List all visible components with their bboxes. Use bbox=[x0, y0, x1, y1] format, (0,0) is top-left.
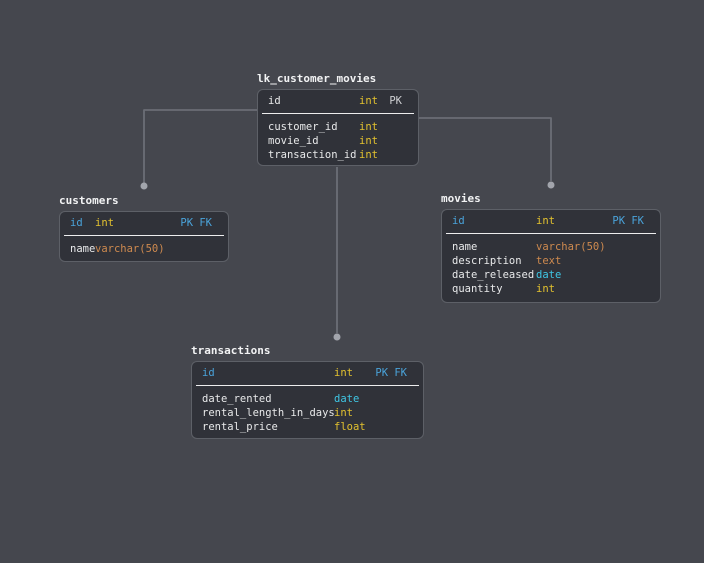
column-row-movie_id: movie_id int bbox=[258, 134, 418, 148]
column-type: int bbox=[334, 407, 353, 419]
header-divider bbox=[446, 233, 656, 234]
column-name: date_rented bbox=[202, 393, 272, 405]
column-name: rental_price bbox=[202, 421, 278, 433]
column-type: int bbox=[95, 217, 114, 229]
connector-endpoint-dot-customers[interactable] bbox=[140, 182, 148, 190]
column-type: varchar(50) bbox=[536, 241, 606, 253]
primary-key-row: id int PK bbox=[258, 90, 418, 113]
column-name: name bbox=[70, 243, 96, 255]
header-divider bbox=[262, 113, 414, 114]
column-row-name: name varchar(50) bbox=[442, 240, 660, 254]
table-title-lk_customer_movies: lk_customer_movies bbox=[257, 72, 377, 85]
column-type: int bbox=[359, 95, 378, 107]
connector-endpoint-dot-transactions[interactable] bbox=[333, 333, 341, 341]
column-type: int bbox=[334, 367, 353, 379]
column-row-description: description text bbox=[442, 254, 660, 268]
key-badges: PK FK bbox=[612, 215, 644, 227]
column-type: varchar(50) bbox=[95, 243, 165, 255]
table-title-customers: customers bbox=[59, 194, 119, 207]
column-type: float bbox=[334, 421, 366, 433]
column-row-quantity: quantity int bbox=[442, 282, 660, 296]
primary-key-row: id int PK FK bbox=[442, 210, 660, 233]
key-badges: PK FK bbox=[375, 367, 407, 379]
table-box-movies: id int PK FK name varchar(50) description text… bbox=[441, 209, 661, 303]
key-badges: PK bbox=[389, 95, 402, 107]
column-name: movie_id bbox=[268, 135, 319, 147]
column-name: id bbox=[268, 95, 281, 107]
column-name: customer_id bbox=[268, 121, 338, 133]
column-name: quantity bbox=[452, 283, 503, 295]
column-name: date_released bbox=[452, 269, 535, 281]
column-name: description bbox=[452, 255, 522, 267]
column-name: id bbox=[452, 215, 465, 227]
column-name: transaction_id bbox=[268, 149, 357, 161]
column-type: int bbox=[359, 149, 378, 161]
column-name: name bbox=[452, 241, 478, 253]
column-row-date_rented: date_rented date bbox=[192, 392, 423, 406]
header-divider bbox=[64, 235, 224, 236]
column-name: id bbox=[202, 367, 215, 379]
column-type: int bbox=[359, 121, 378, 133]
connector-endpoint-dot-movies[interactable] bbox=[547, 181, 555, 189]
column-name: rental_length_in_days bbox=[202, 407, 335, 419]
column-type: date bbox=[334, 393, 360, 405]
primary-key-row: id int PK FK bbox=[192, 362, 423, 385]
column-type: int bbox=[536, 283, 555, 295]
column-type: date bbox=[536, 269, 562, 281]
column-type: text bbox=[536, 255, 562, 267]
column-name: id bbox=[70, 217, 83, 229]
column-row-rental_price: rental_price float bbox=[192, 420, 423, 434]
column-type: int bbox=[536, 215, 555, 227]
header-divider bbox=[196, 385, 419, 386]
key-badges: PK FK bbox=[180, 217, 212, 229]
table-title-transactions: transactions bbox=[191, 344, 271, 357]
column-type: int bbox=[359, 135, 378, 147]
connector-line-lk_customer_movies-to-movies bbox=[419, 117, 552, 181]
connector-line-lk_customer_movies-to-customers bbox=[143, 109, 257, 183]
table-title-movies: movies bbox=[441, 192, 481, 205]
column-row-customer_id: customer_id int bbox=[258, 120, 418, 134]
